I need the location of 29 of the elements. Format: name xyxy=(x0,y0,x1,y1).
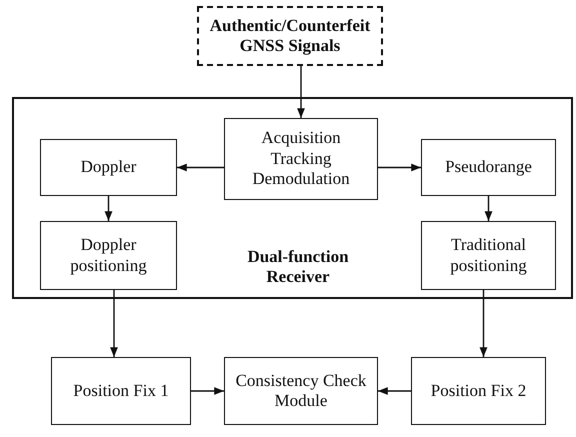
box-label: Doppler positioning xyxy=(69,235,148,276)
process-box xyxy=(224,357,378,425)
process-box xyxy=(411,357,546,425)
box-label: Traditional positioning xyxy=(449,235,528,276)
arrow xyxy=(480,290,488,357)
box-label: Position Fix 2 xyxy=(430,380,528,402)
box-label: Pseudorange xyxy=(444,157,533,178)
input-box xyxy=(197,6,383,66)
arrow xyxy=(378,164,421,172)
process-box xyxy=(421,139,556,196)
arrow xyxy=(484,196,492,221)
container-title: Dual-function Receiver xyxy=(246,247,350,288)
process-box xyxy=(51,357,191,425)
arrow xyxy=(177,164,224,172)
arrow xyxy=(104,196,112,221)
box-label: Acquisition Tracking Demodulation xyxy=(251,128,351,190)
receiver-container xyxy=(12,97,573,299)
process-box xyxy=(40,139,177,196)
process-box xyxy=(224,118,378,200)
box-label: Doppler xyxy=(80,157,138,178)
arrow xyxy=(297,66,305,118)
process-box xyxy=(40,221,177,290)
box-label: Consistency Check Module xyxy=(234,370,368,412)
arrow xyxy=(378,387,411,395)
process-box xyxy=(421,221,556,290)
box-label: Authentic/Counterfeit GNSS Signals xyxy=(208,16,372,56)
box-label: Position Fix 1 xyxy=(72,380,170,402)
arrow xyxy=(110,290,118,357)
arrow xyxy=(191,387,224,395)
